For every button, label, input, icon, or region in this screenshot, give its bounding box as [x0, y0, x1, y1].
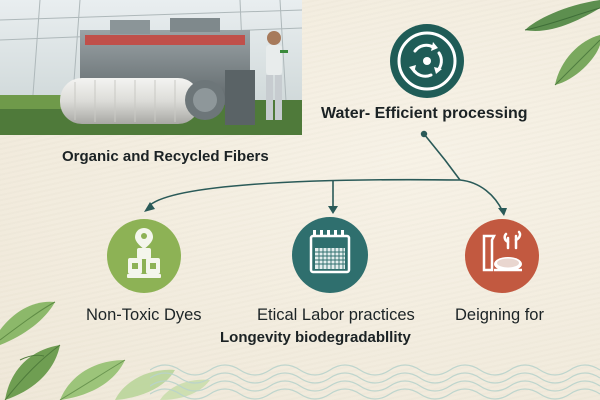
label-water-efficient-processing: Water- Efficient processing — [321, 105, 528, 122]
label-non-toxic-dyes: Non-Toxic Dyes — [86, 306, 202, 324]
label-ethical-labor-practices: Etical Labor practices — [257, 306, 415, 324]
leaf-decoration-bottom-left — [0, 290, 220, 400]
arrow-to-design — [498, 208, 507, 216]
arrow-to-dyes — [144, 202, 155, 212]
connector-branch-arc — [149, 178, 504, 213]
label-organic-recycled-fibers: Organic and Recycled Fibers — [62, 148, 269, 165]
grid-tank-icon — [291, 216, 369, 299]
wave-pattern-band — [149, 356, 600, 400]
arrow-to-ethical — [328, 206, 338, 214]
beaker-sprout-icon — [464, 218, 540, 299]
label-longevity-biodegradability: Longevity biodegradabllity — [220, 329, 411, 346]
dye-jars-icon — [106, 218, 182, 299]
label-designing-for: Deigning for — [455, 306, 544, 324]
textile-machine-photo — [0, 0, 302, 135]
recycle-cycle-icon — [389, 23, 465, 104]
connector-water-to-branch — [423, 133, 461, 181]
leaf-decoration-top-right — [505, 0, 600, 100]
connector-node-water — [420, 130, 428, 138]
